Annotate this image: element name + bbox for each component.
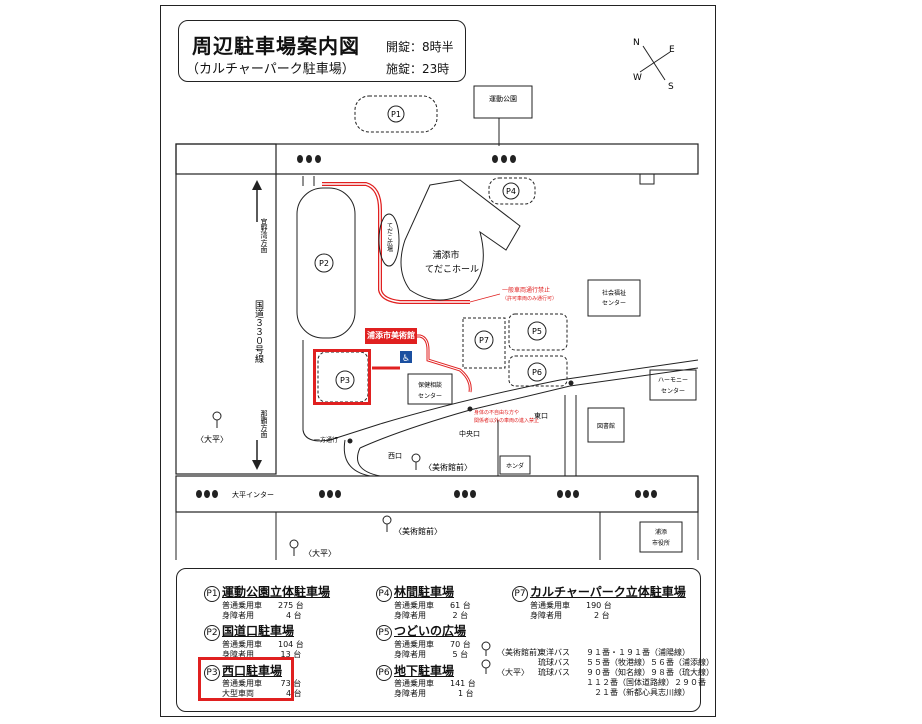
legend-p2-row-1: 普通乗用車 104 台 — [222, 640, 304, 649]
undou-park-label: 運動公園 — [489, 94, 517, 103]
legend-bus-ohira-stop: 〈大平〉 — [497, 668, 529, 677]
open-time: 開錠：8時半 — [386, 40, 454, 54]
legend-p5-row-1: 普通乗用車 70 台 — [394, 640, 471, 649]
harmony-label-1: ハーモニー — [658, 377, 688, 384]
legend-p3-row-2: 大型車両 4 台 — [222, 689, 302, 698]
bus-stop-icon — [411, 453, 421, 470]
p5-lot: P5 — [508, 313, 568, 351]
compass-icon: N E S W — [633, 38, 675, 92]
bus-stop-ohira-1: 〈大平〉 — [196, 434, 228, 444]
legend-p6-row-2: 身障者用 1 台 — [394, 689, 474, 698]
harmony-label-2: センター — [661, 387, 685, 395]
city-hall-label-1: 浦添 — [655, 528, 667, 536]
legend-panel — [176, 568, 701, 712]
p2-lot: P2 — [296, 187, 356, 339]
p4-lot: P4 — [488, 177, 536, 205]
legend-p1-row-2: 身障者用 4 台 — [222, 611, 302, 620]
svg-text:P3: P3 — [340, 376, 350, 385]
tedako-plaza-label: てだこ広場 — [386, 222, 393, 253]
svg-text:P4: P4 — [506, 187, 516, 196]
naha-direction: 那覇方面 — [260, 410, 268, 439]
hoken-label-1: 保健相談 — [418, 381, 442, 389]
legend-p4-row-2: 身障者用 2 台 — [394, 611, 469, 620]
svg-text:P2: P2 — [319, 259, 329, 268]
hoken-label-2: センター — [418, 392, 442, 400]
top-road — [175, 143, 699, 175]
p3-lot: P3 — [317, 351, 369, 403]
compass-n: N — [633, 38, 640, 48]
close-time: 施錠：23時 — [386, 62, 450, 76]
disabled-notice-1: 身体の不自由な方や — [474, 409, 519, 416]
higashiguchi-label: 東口 — [534, 411, 548, 420]
ohira-ic-label: 大平インター — [232, 490, 274, 499]
legend-p1-row-1: 普通乗用車 275 台 — [222, 601, 304, 610]
wheelchair-icon — [400, 351, 412, 363]
library-label: 図書館 — [597, 422, 615, 430]
chuouguchi-label: 中央口 — [459, 429, 480, 438]
svg-text:てだこホール: てだこホール — [425, 264, 479, 275]
legend-bus-row-1: 東洋バス ９１番・１９１番（浦陽線） — [538, 648, 690, 657]
bottom-road — [175, 475, 699, 513]
legend-p7-row-1: 普通乗用車 190 台 — [530, 601, 612, 610]
disabled-notice-2: 関係者以外の車両の進入禁止 — [474, 417, 539, 424]
bus-stop-museum-1: 〈美術館前〉 — [424, 462, 472, 472]
compass-s: S — [668, 82, 674, 92]
page-title: 周辺駐車場案内図 — [192, 34, 360, 58]
p6-lot: P6 — [508, 355, 568, 387]
bus-stop-ohira-2: 〈大平〉 — [304, 548, 336, 558]
svg-text:浦添市: 浦添市 — [432, 249, 459, 261]
legend-p3-row-1: 普通乗用車 73 台 — [222, 679, 302, 688]
legend-bus-row-4: １１２番（国体道路線）２９０番 — [538, 678, 706, 687]
nishiguchi-label: 西口 — [388, 452, 402, 460]
legend-bus-row-2: 琉球バス ５５番（牧港線）５６番（浦添線） — [538, 658, 714, 667]
route-330-road — [175, 143, 277, 475]
bus-stop-icon — [382, 515, 392, 532]
compass-e: E — [669, 45, 675, 55]
bus-stop-icon — [212, 411, 222, 428]
shakai-label-2: センター — [602, 299, 626, 307]
legend-bus-museum-stop: 〈美術館前〉 — [497, 648, 545, 657]
legend-p2-row-2: 身障者用 13 台 — [222, 650, 302, 659]
route-330-label: 国道３３０号線 — [253, 300, 264, 363]
legend-p7-row-2: 身障者用 2 台 — [530, 611, 610, 620]
p3-legend-highlight — [198, 657, 294, 701]
svg-text:♿: ♿ — [402, 354, 410, 364]
honda-label: ホンダ — [506, 462, 524, 470]
bus-stop-icon — [289, 539, 299, 556]
legend-bus-row-3: 琉球バス ９０番（知名線）９８番（琉大線） — [538, 668, 714, 677]
shakai-label-1: 社会福祉 — [602, 289, 626, 297]
ginowan-direction: 宜野湾方面 — [260, 217, 268, 254]
svg-text:P1: P1 — [391, 110, 401, 119]
p1-lot: P1 — [354, 95, 438, 133]
svg-text:P5: P5 — [532, 327, 542, 336]
museum-label: 浦添市美術館 — [365, 328, 417, 344]
page-subtitle: （カルチャーパーク駐車場） — [186, 62, 355, 77]
svg-text:P6: P6 — [532, 368, 542, 377]
svg-text:P7: P7 — [479, 336, 489, 345]
legend-p5-row-2: 身障者用 5 台 — [394, 650, 469, 659]
legend-p4-row-1: 普通乗用車 61 台 — [394, 601, 471, 610]
compass-w: W — [633, 73, 642, 83]
legend-bus-row-5: ２１番（新都心具志川線） — [538, 688, 690, 697]
no-entry-notice-1: 一般車両通行禁止 — [502, 286, 550, 294]
legend-p6-row-1: 普通乗用車 141 台 — [394, 679, 476, 688]
no-entry-notice-2: （許可車両のみ通行可） — [502, 295, 557, 302]
p7-lot: P7 — [462, 317, 506, 369]
p3-highlight — [313, 349, 371, 405]
one-way-label: 一方通行 — [314, 436, 338, 444]
city-hall-label-2: 市役所 — [652, 539, 670, 547]
bus-stop-museum-2: 〈美術館前〉 — [394, 526, 442, 536]
tedako-hall: 浦添市 てだこホール — [400, 179, 521, 301]
title-box — [178, 20, 466, 82]
